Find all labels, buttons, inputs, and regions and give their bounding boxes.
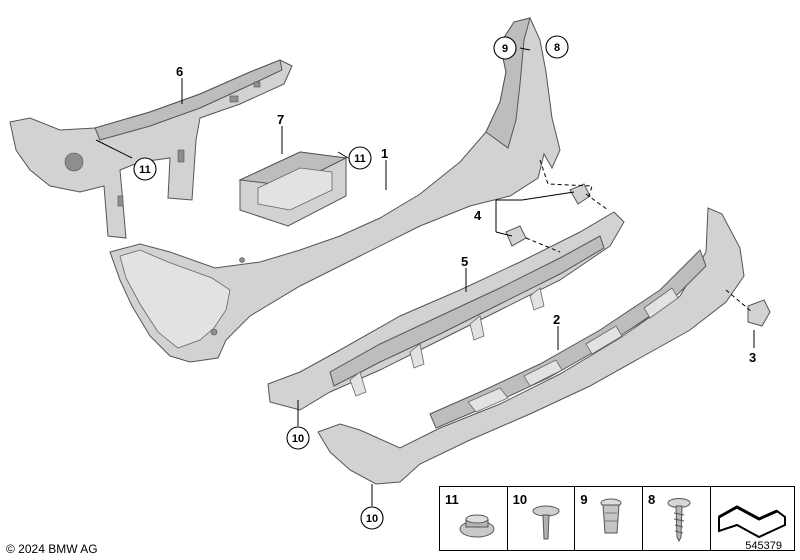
legend-number: 9 xyxy=(580,492,588,507)
screw-icon xyxy=(667,498,691,543)
diffuser-part xyxy=(267,211,625,411)
copyright-text: © 2024 BMW AG xyxy=(6,542,98,556)
callout-11-left: 11 xyxy=(133,157,157,181)
callout-10-lower: 10 xyxy=(360,506,384,530)
svg-text:9: 9 xyxy=(502,43,508,55)
part-4-label: 4 xyxy=(474,208,482,223)
part-3-label: 3 xyxy=(749,350,756,365)
expanding-rivet-icon xyxy=(532,505,560,540)
bumper-trim-panel-part xyxy=(109,17,561,363)
bracket-box-part xyxy=(238,151,348,227)
callout-10-upper: 10 xyxy=(286,426,310,450)
part-6-label: 6 xyxy=(176,64,183,79)
legend-number: 8 xyxy=(648,492,656,507)
svg-text:10: 10 xyxy=(366,513,378,525)
arrow-shim-icon xyxy=(717,505,786,539)
spreading-nut-icon xyxy=(600,498,622,534)
legend-cell-10: 10 xyxy=(508,487,576,550)
part-7-label: 7 xyxy=(277,112,284,127)
callout-8-top: 8 xyxy=(545,35,569,59)
legend-cell-shim xyxy=(711,487,794,550)
diagram-number: 545379 xyxy=(745,540,782,552)
nut-icon xyxy=(459,514,495,538)
svg-text:8: 8 xyxy=(554,42,560,54)
clip-pair-part xyxy=(505,183,591,247)
legend-cell-9: 9 xyxy=(575,487,644,550)
fastener-legend: 11 10 9 8 xyxy=(439,486,795,551)
callout-11-mid: 11 xyxy=(348,146,372,170)
part-1-label: 1 xyxy=(381,146,388,161)
lower-trim-strip-part xyxy=(317,207,745,485)
support-bracket-part xyxy=(9,59,293,239)
svg-text:11: 11 xyxy=(139,164,151,176)
part-5-label: 5 xyxy=(461,254,468,269)
svg-text:10: 10 xyxy=(292,433,304,445)
legend-cell-11: 11 xyxy=(440,487,508,550)
clip-part xyxy=(747,299,771,327)
legend-cell-8: 8 xyxy=(643,487,711,550)
legend-number: 10 xyxy=(512,492,528,507)
legend-number: 11 xyxy=(445,492,459,507)
svg-text:11: 11 xyxy=(354,153,366,165)
part-2-label: 2 xyxy=(553,312,560,327)
callout-9-top: 9 xyxy=(493,36,517,60)
